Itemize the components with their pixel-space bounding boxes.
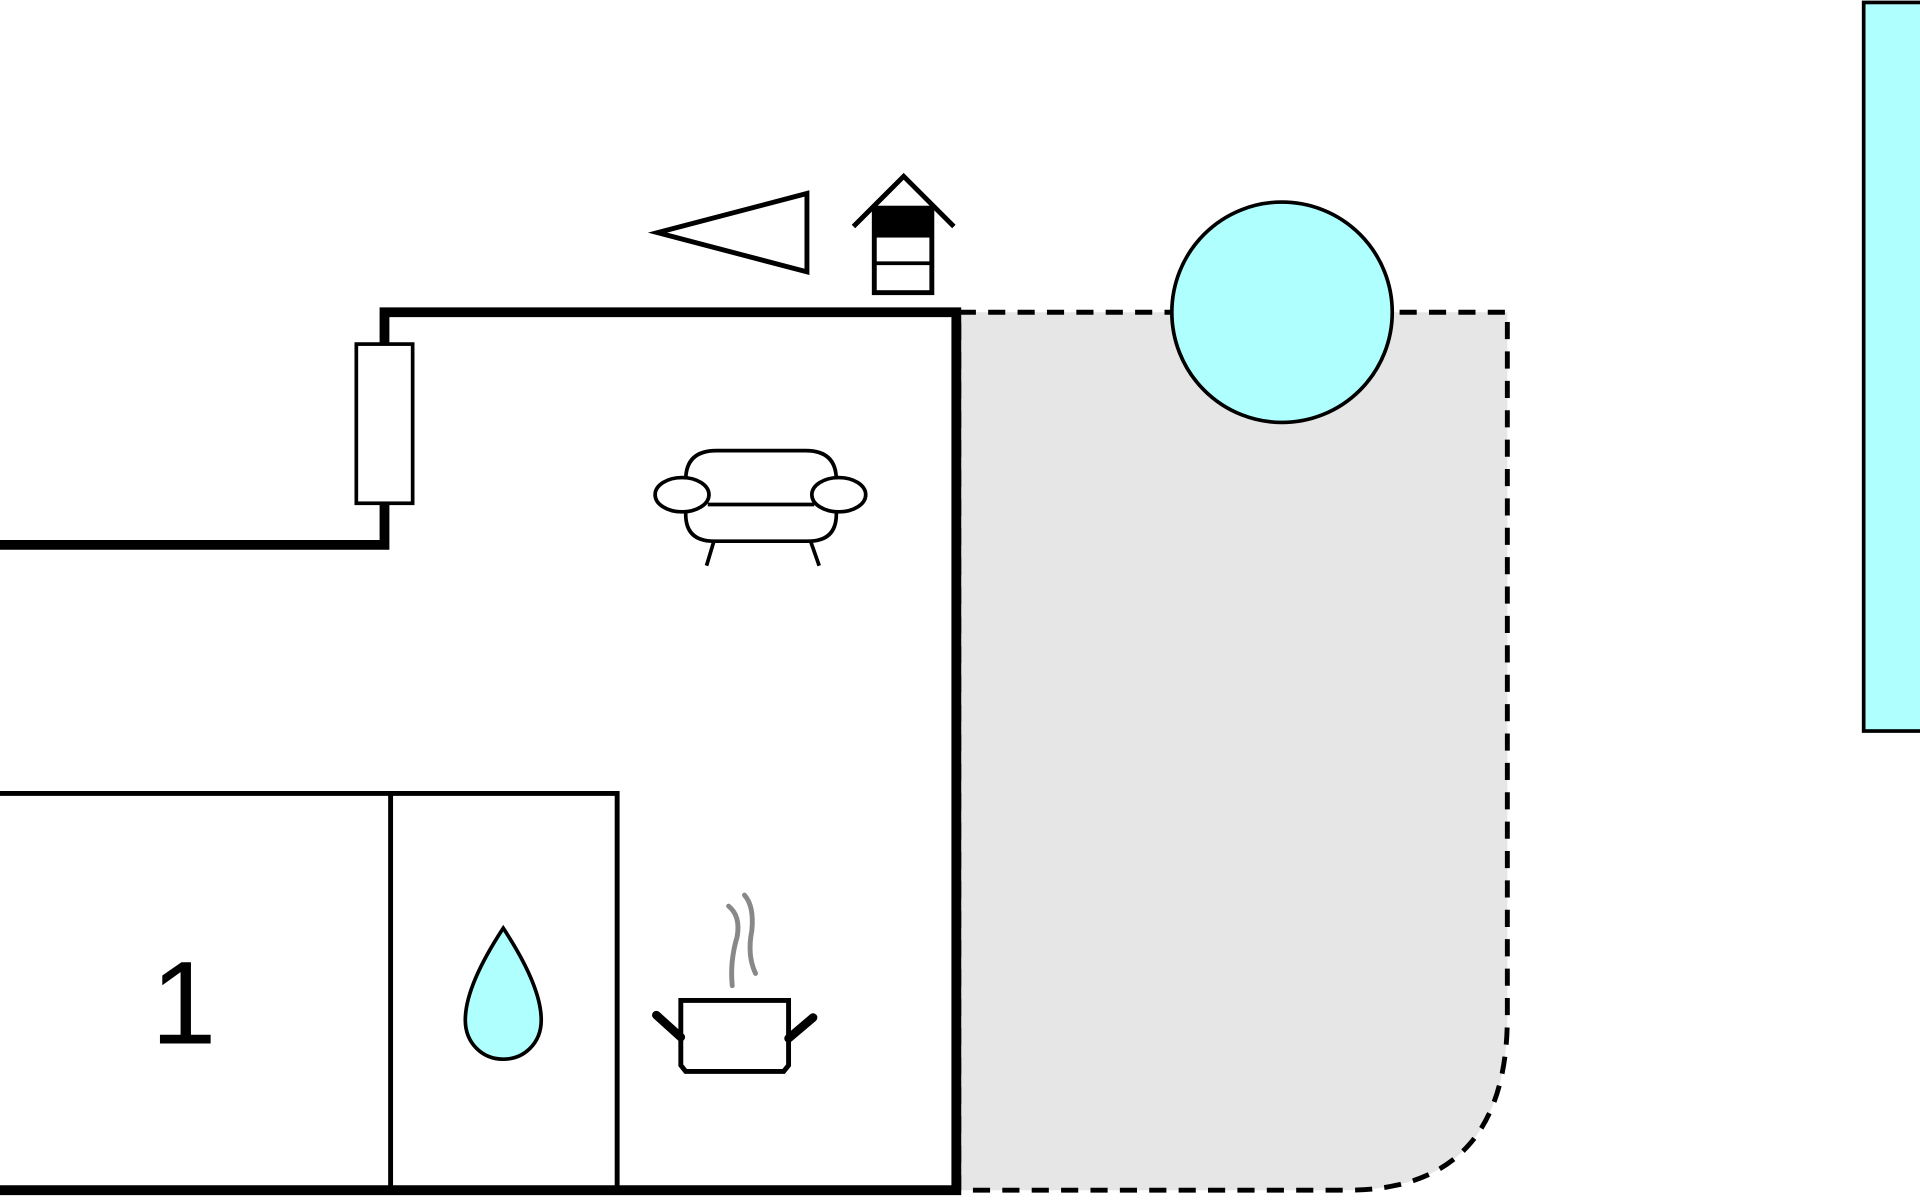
interior-wall [0,791,620,1191]
exterior-wall [0,307,962,1196]
cooking-pot-icon [652,892,818,1074]
terrace-area [956,309,1510,1193]
sofa-icon [653,448,868,567]
pool-icon [1170,200,1395,425]
water-drop-icon [463,924,544,1062]
swimming-pool [1861,0,1920,733]
camera-icon [647,190,810,276]
room-number: 1 [151,937,216,1068]
window-icon [354,342,415,506]
chimney-house-icon [851,172,956,296]
